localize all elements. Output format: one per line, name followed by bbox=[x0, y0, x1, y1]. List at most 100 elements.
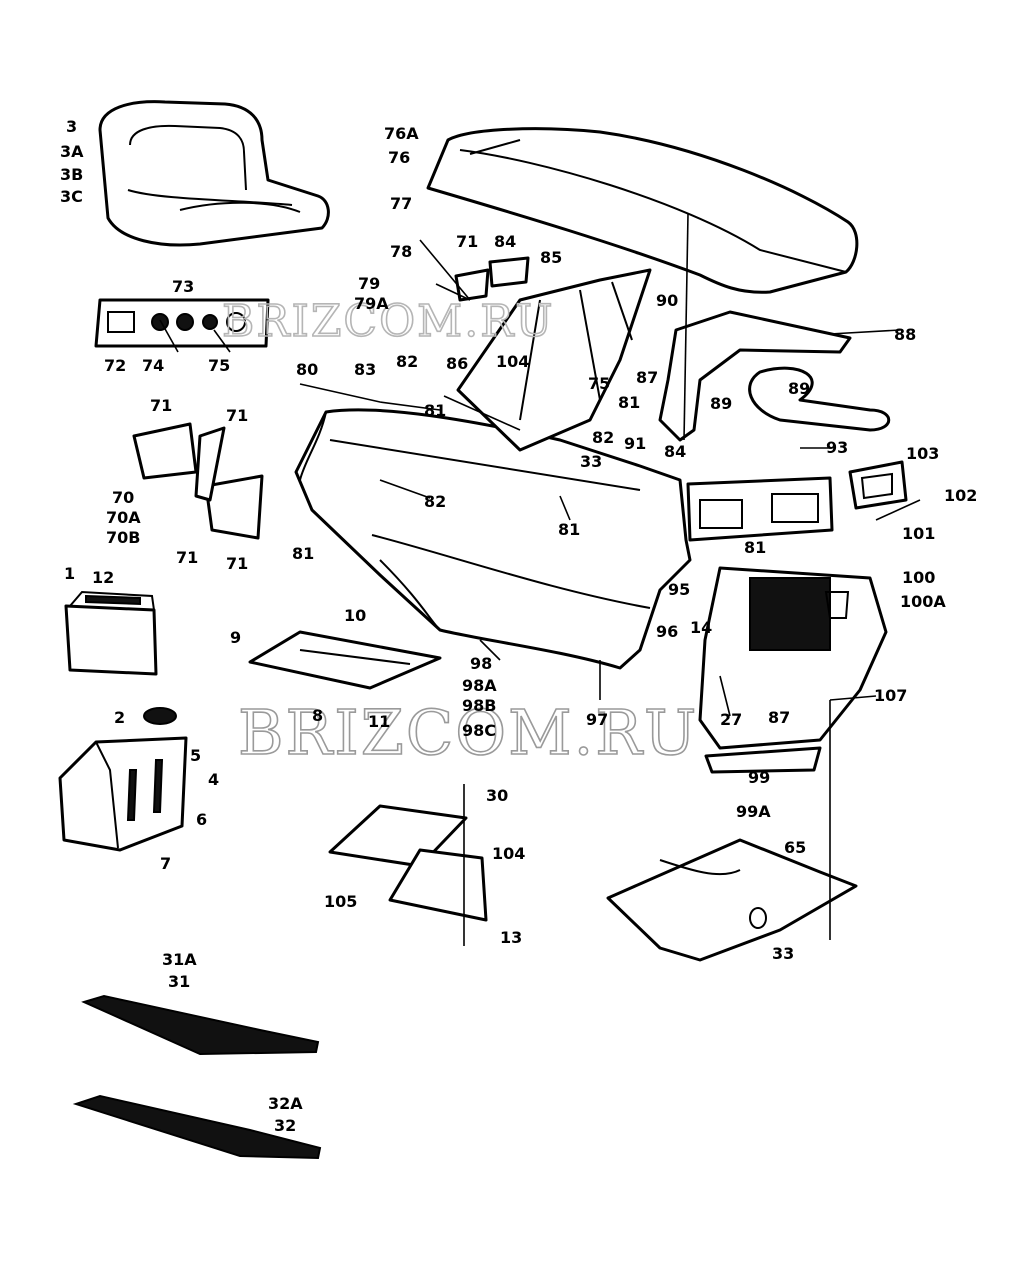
label-98: 98 bbox=[470, 654, 492, 673]
label-80: 80 bbox=[296, 360, 318, 379]
label-27: 27 bbox=[720, 710, 742, 729]
label-10: 10 bbox=[344, 606, 366, 625]
footrest-upper-part bbox=[81, 994, 320, 1056]
label-87-top: 87 bbox=[636, 368, 658, 387]
fuel-tank-part bbox=[58, 707, 188, 852]
label-81-d: 81 bbox=[292, 544, 314, 563]
label-81-b: 81 bbox=[618, 393, 640, 412]
label-82-top: 82 bbox=[396, 352, 418, 371]
label-82-bottom: 82 bbox=[424, 492, 446, 511]
watermark-top: BRIZCOM.RU bbox=[222, 296, 554, 347]
hood-part bbox=[426, 127, 859, 294]
label-84-light: 84 bbox=[664, 442, 686, 461]
label-4: 4 bbox=[208, 770, 219, 789]
label-100A: 100A bbox=[900, 592, 946, 611]
label-76A: 76A bbox=[384, 124, 419, 143]
label-1: 1 bbox=[64, 564, 75, 583]
label-87-bottom: 87 bbox=[768, 708, 790, 727]
label-90: 90 bbox=[656, 291, 678, 310]
label-2: 2 bbox=[114, 708, 125, 727]
label-100: 100 bbox=[902, 568, 935, 587]
light-housing-part bbox=[686, 476, 834, 542]
label-7: 7 bbox=[160, 854, 171, 873]
label-71-e: 71 bbox=[226, 554, 248, 573]
label-101: 101 bbox=[902, 524, 935, 543]
label-71-top: 71 bbox=[456, 232, 478, 251]
tube-frame-part bbox=[658, 310, 891, 442]
lamp-part bbox=[848, 460, 908, 510]
label-82-mid: 82 bbox=[592, 428, 614, 447]
label-81-a: 81 bbox=[424, 401, 446, 420]
label-83: 83 bbox=[354, 360, 376, 379]
label-104-top: 104 bbox=[496, 352, 529, 371]
label-70A: 70A bbox=[106, 508, 141, 527]
label-75-center: 75 bbox=[588, 374, 610, 393]
label-75-panel: 75 bbox=[208, 356, 230, 375]
label-99A: 99A bbox=[736, 802, 771, 821]
label-73: 73 bbox=[172, 277, 194, 296]
label-95: 95 bbox=[668, 580, 690, 599]
label-32A: 32A bbox=[268, 1094, 303, 1113]
label-107: 107 bbox=[874, 686, 907, 705]
label-104-bottom: 104 bbox=[492, 844, 525, 863]
label-30: 30 bbox=[486, 786, 508, 805]
label-99: 99 bbox=[748, 768, 770, 787]
label-14: 14 bbox=[690, 618, 712, 637]
label-31: 31 bbox=[168, 972, 190, 991]
label-81-e: 81 bbox=[744, 538, 766, 557]
label-12: 12 bbox=[92, 568, 114, 587]
label-98A: 98A bbox=[462, 676, 497, 695]
label-79A: 79A bbox=[354, 294, 389, 313]
instrument-panel-part bbox=[94, 298, 270, 348]
label-88: 88 bbox=[894, 325, 916, 344]
label-96: 96 bbox=[656, 622, 678, 641]
label-97: 97 bbox=[586, 710, 608, 729]
label-77: 77 bbox=[390, 194, 412, 213]
label-84-top: 84 bbox=[494, 232, 516, 251]
battery-tray-part bbox=[248, 630, 442, 690]
label-103: 103 bbox=[906, 444, 939, 463]
label-70B: 70B bbox=[106, 528, 140, 547]
steering-bracket-part bbox=[456, 268, 652, 452]
label-3B: 3B bbox=[60, 165, 83, 184]
label-6: 6 bbox=[196, 810, 207, 829]
label-81-c: 81 bbox=[558, 520, 580, 539]
leader-lines bbox=[159, 213, 921, 946]
label-31A: 31A bbox=[162, 950, 197, 969]
bracket-part bbox=[328, 804, 488, 922]
label-93: 93 bbox=[826, 438, 848, 457]
rear-frame-part bbox=[606, 838, 858, 962]
label-89-b: 89 bbox=[788, 379, 810, 398]
part-labels: 3 3A 3B 3C 76A 76 77 78 79 79A 71 84 85 … bbox=[60, 117, 977, 1135]
label-65: 65 bbox=[784, 838, 806, 857]
small-brackets-part bbox=[132, 256, 530, 540]
label-72: 72 bbox=[104, 356, 126, 375]
label-13: 13 bbox=[500, 928, 522, 947]
label-3: 3 bbox=[66, 117, 77, 136]
label-98C: 98C bbox=[462, 721, 496, 740]
rear-fender-part bbox=[698, 566, 888, 774]
seat-part bbox=[98, 100, 330, 247]
label-105: 105 bbox=[324, 892, 357, 911]
label-71-c: 71 bbox=[226, 406, 248, 425]
label-78: 78 bbox=[390, 242, 412, 261]
watermark-center: BRIZCOM.RU bbox=[238, 696, 698, 769]
label-89-a: 89 bbox=[710, 394, 732, 413]
label-33-top: 33 bbox=[580, 452, 602, 471]
battery-part bbox=[64, 590, 158, 676]
label-5: 5 bbox=[190, 746, 201, 765]
label-86: 86 bbox=[446, 354, 468, 373]
label-85: 85 bbox=[540, 248, 562, 267]
label-3A: 3A bbox=[60, 142, 84, 161]
label-91: 91 bbox=[624, 434, 646, 453]
label-32: 32 bbox=[274, 1116, 296, 1135]
label-11: 11 bbox=[368, 712, 390, 731]
label-74: 74 bbox=[142, 356, 164, 375]
label-8: 8 bbox=[312, 706, 323, 725]
footrest-lower-part bbox=[72, 1094, 322, 1160]
label-79: 79 bbox=[358, 274, 380, 293]
label-98B: 98B bbox=[462, 696, 496, 715]
label-33-bottom: 33 bbox=[772, 944, 794, 963]
label-70: 70 bbox=[112, 488, 134, 507]
